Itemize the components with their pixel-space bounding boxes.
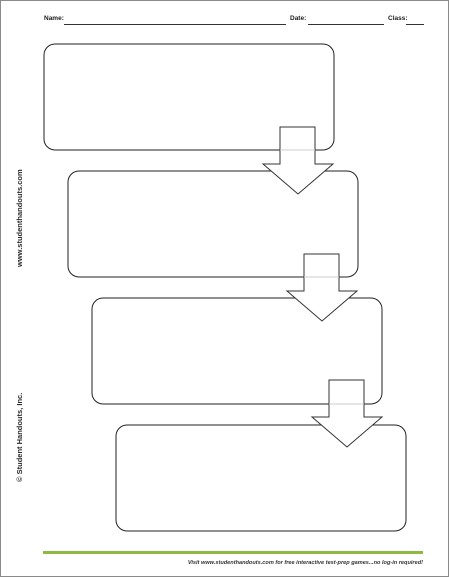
name-line xyxy=(64,24,286,25)
date-line xyxy=(308,24,384,25)
footer-text: Visit www.studenthandouts.com for free i… xyxy=(187,560,423,566)
flow-box-4 xyxy=(115,424,407,532)
footer-accent-bar xyxy=(43,551,423,554)
flow-box-3 xyxy=(91,297,383,405)
flow-box-1 xyxy=(43,43,335,151)
down-arrow-icon xyxy=(310,379,384,448)
name-label: Name: xyxy=(44,15,64,22)
class-line xyxy=(406,24,424,25)
class-label: Class: xyxy=(388,15,408,22)
down-arrow-icon xyxy=(261,126,335,195)
flow-box-2 xyxy=(67,170,359,278)
date-label: Date: xyxy=(290,15,307,22)
worksheet-header: Name: Date: Class: xyxy=(44,11,424,25)
down-arrow-icon xyxy=(285,253,359,322)
